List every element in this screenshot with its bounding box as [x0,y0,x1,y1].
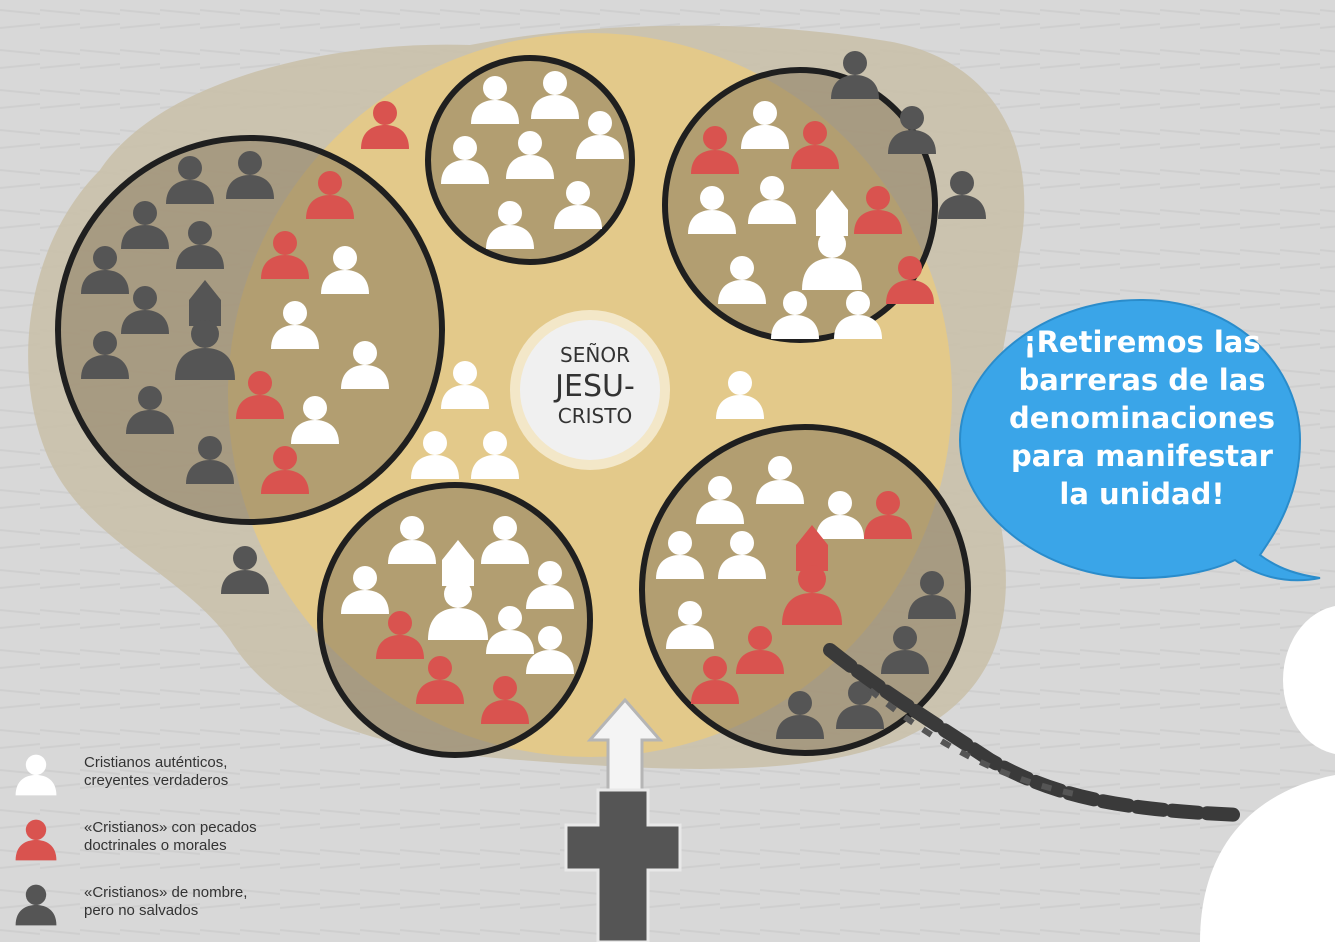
legend-label: creyentes verdaderos [84,772,228,789]
red-person-icon [736,626,784,674]
white-person-icon [471,431,519,479]
red-person-icon [361,101,409,149]
legend-label: Cristianos auténticos, [84,754,227,771]
speech-bubble [958,298,1321,582]
white-person-icon [486,606,534,654]
white-person-icon [486,201,534,249]
gray-person-icon [126,386,174,434]
red-person-icon [791,121,839,169]
red-person-icon [481,676,529,724]
white-person-icon [576,111,624,159]
white-person-icon [718,531,766,579]
white-person-icon [688,186,736,234]
red-person-icon [416,656,464,704]
white-person-icon [718,256,766,304]
legend: Cristianos auténticos,creyentes verdader… [15,754,257,926]
red-person-icon [864,491,912,539]
center-line-3: CRISTO [558,404,632,428]
speech-bubble-text: ¡Retiremos las barreras de las denominacio… [1009,325,1275,511]
people-layer [81,51,986,739]
gray-person-icon [221,546,269,594]
white-person-icon [441,136,489,184]
gray-person-icon [81,331,129,379]
white-person-icon [481,516,529,564]
breaking-barrier-debris [823,643,1247,822]
white-person-icon [741,101,789,149]
white-person-icon [748,176,796,224]
center-line-1: SEÑOR [560,343,630,367]
gray-person-icon [121,286,169,334]
red-person-icon [261,446,309,494]
gray-person-icon [908,571,956,619]
white-person-icon [666,601,714,649]
bishop-icon [175,280,235,380]
gray-person-icon [81,246,129,294]
cross-icon [564,788,682,942]
white-person-icon [506,131,554,179]
white-person-icon [526,561,574,609]
bishop-icon [802,190,862,290]
legend-label: doctrinales o morales [84,837,227,854]
red-person-icon [376,611,424,659]
white-person-icon [531,71,579,119]
gray-person-icon [186,436,234,484]
gray-person-icon [176,221,224,269]
legend-label: «Cristianos» con pecados [84,819,257,836]
legend-label: «Cristianos» de nombre, [84,884,247,901]
gray-person-icon [831,51,879,99]
white-person-icon [271,301,319,349]
gray-person-icon [938,171,986,219]
gray-person-icon [836,681,884,729]
red-person-icon [691,126,739,174]
bishops-layer [175,190,862,640]
white-person-icon [388,516,436,564]
speaker-person-icon [1200,605,1335,942]
white-person-icon [526,626,574,674]
gray-person-icon [15,884,57,926]
white-person-icon [656,531,704,579]
gray-person-icon [226,151,274,199]
red-person-icon [854,186,902,234]
red-person-icon [691,656,739,704]
red-person-icon [306,171,354,219]
white-person-icon [321,246,369,294]
gray-person-icon [888,106,936,154]
white-person-icon [411,431,459,479]
speech-bubble-line: ¡Retiremos las [1023,325,1260,359]
center-disc [520,320,660,460]
white-person-icon [441,361,489,409]
white-person-icon [696,476,744,524]
white-person-icon [716,371,764,419]
speech-bubble-line: para manifestar [1011,439,1274,473]
speech-bubble-line: denominaciones [1009,401,1275,435]
white-person-icon [816,491,864,539]
white-person-icon [834,291,882,339]
red-person-icon [261,231,309,279]
speech-bubble-line: la unidad! [1059,477,1224,511]
legend-label: pero no salvados [84,902,198,919]
white-person-icon [291,396,339,444]
white-person-icon [341,341,389,389]
bishop-icon [428,540,488,640]
white-person-icon [771,291,819,339]
red-person-icon [15,819,57,861]
white-person-icon [471,76,519,124]
gray-person-icon [776,691,824,739]
red-person-icon [236,371,284,419]
white-person-icon [554,181,602,229]
bishop-icon [782,525,842,625]
gray-person-icon [881,626,929,674]
white-person-icon [341,566,389,614]
center-line-2: JESU- [553,369,635,404]
white-person-icon [15,754,57,796]
red-person-icon [886,256,934,304]
speech-bubble-line: barreras de las [1018,363,1265,397]
white-person-icon [756,456,804,504]
gray-person-icon [166,156,214,204]
gray-person-icon [121,201,169,249]
